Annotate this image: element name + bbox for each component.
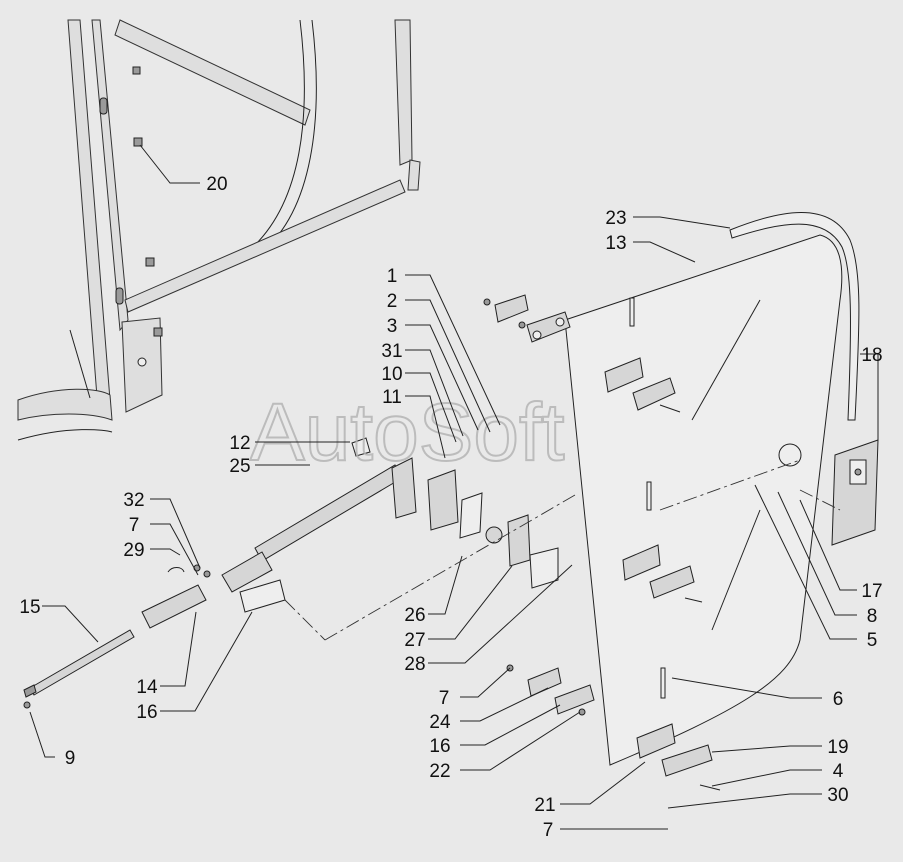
callout-1: 1 bbox=[387, 266, 398, 287]
callout-24: 24 bbox=[429, 712, 451, 733]
middle-hinge bbox=[622, 481, 703, 603]
callout-25: 25 bbox=[229, 456, 250, 477]
lower-hinge bbox=[506, 664, 721, 791]
callout-9: 9 bbox=[65, 748, 76, 769]
callout-26: 26 bbox=[404, 605, 425, 626]
callout-leaders bbox=[29, 144, 879, 830]
callout-22: 22 bbox=[429, 761, 450, 782]
callout-12: 12 bbox=[229, 433, 250, 454]
callout-3: 3 bbox=[387, 316, 398, 337]
callout-19: 19 bbox=[827, 737, 848, 758]
callout-31: 31 bbox=[381, 341, 402, 362]
callout-4: 4 bbox=[833, 761, 844, 782]
callout-6: 6 bbox=[833, 689, 844, 710]
callout-27: 27 bbox=[404, 630, 425, 651]
callout-18: 18 bbox=[861, 345, 882, 366]
callout-20: 20 bbox=[206, 174, 227, 195]
callout-7: 7 bbox=[129, 515, 140, 536]
callout-16-lower: 16 bbox=[429, 736, 450, 757]
assembly-centerlines bbox=[284, 459, 841, 641]
callout-8: 8 bbox=[867, 606, 878, 627]
spring-and-rod bbox=[23, 584, 207, 709]
inner-handle-shaft bbox=[167, 437, 559, 613]
seal-strip bbox=[729, 212, 860, 421]
callout-17: 17 bbox=[861, 581, 882, 602]
callout-28: 28 bbox=[404, 654, 425, 675]
callout-2: 2 bbox=[387, 291, 398, 312]
callout-21: 21 bbox=[534, 795, 555, 816]
callout-32: 32 bbox=[123, 490, 144, 511]
callout-11: 11 bbox=[382, 387, 402, 408]
cab-frame bbox=[17, 19, 421, 441]
watermark: AutoSoft bbox=[250, 387, 565, 478]
callout-14: 14 bbox=[136, 677, 158, 698]
callout-29: 29 bbox=[123, 540, 144, 561]
upper-hinge bbox=[483, 294, 681, 413]
callout-10: 10 bbox=[381, 364, 402, 385]
outer-handle bbox=[778, 439, 879, 546]
callout-15: 15 bbox=[19, 597, 40, 618]
callout-23: 23 bbox=[605, 208, 626, 229]
callout-16: 16 bbox=[136, 702, 157, 723]
callout-30: 30 bbox=[827, 785, 848, 806]
callout-5: 5 bbox=[867, 630, 878, 651]
callout-7-bottom: 7 bbox=[543, 820, 554, 841]
callout-13: 13 bbox=[605, 233, 626, 254]
callout-labels: 1 2 3 31 10 11 12 25 32 7 29 15 14 16 9 … bbox=[19, 174, 882, 841]
callout-7-lower: 7 bbox=[439, 688, 450, 709]
